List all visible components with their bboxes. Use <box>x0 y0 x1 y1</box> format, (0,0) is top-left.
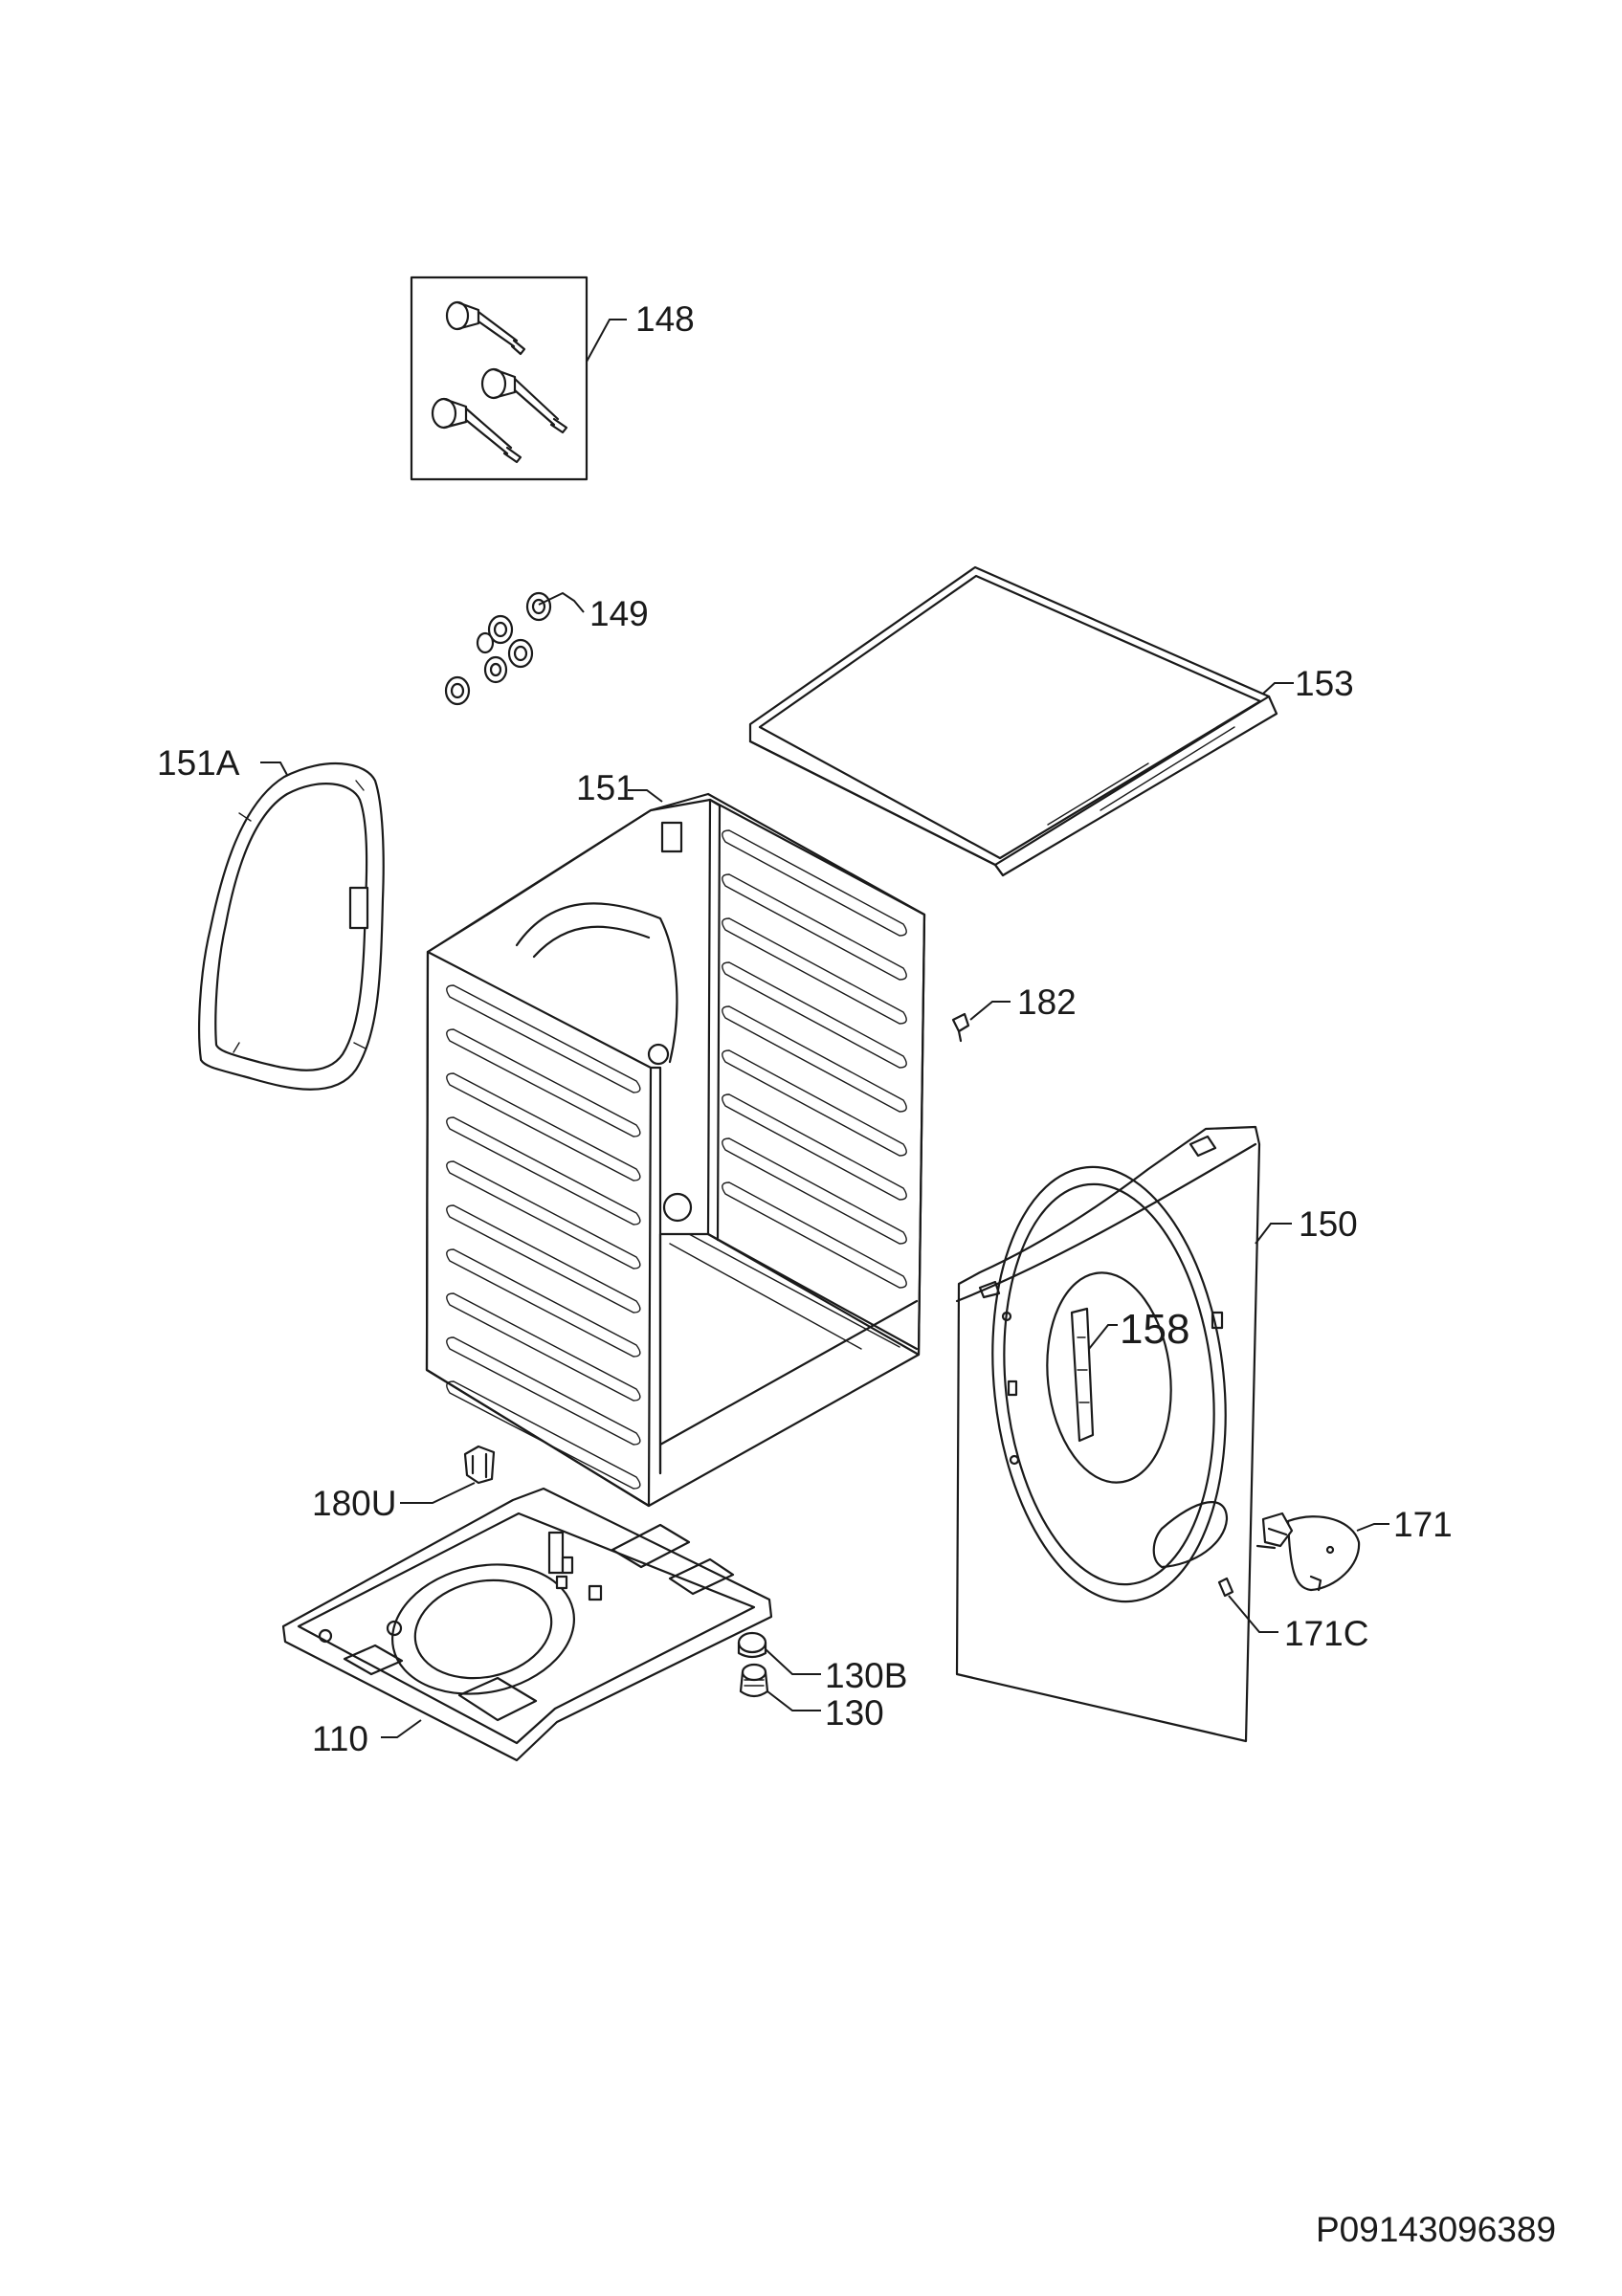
label-151A: 151A <box>157 743 240 783</box>
label-171C: 171C <box>1284 1614 1368 1653</box>
label-171: 171 <box>1393 1505 1453 1544</box>
leader-153 <box>1262 682 1294 695</box>
leader-180U <box>400 1482 476 1504</box>
part-171-flap <box>1255 1512 1361 1592</box>
part-148-transport-bolts <box>410 276 589 481</box>
label-153: 153 <box>1295 664 1354 703</box>
leader-130B <box>765 1648 821 1675</box>
label-130: 130 <box>825 1693 884 1733</box>
leader-151 <box>628 789 663 803</box>
leader-151A <box>260 762 288 776</box>
part-182-clip <box>951 1012 970 1043</box>
label-182: 182 <box>1017 982 1077 1022</box>
part-149-caps <box>444 591 552 706</box>
leader-182 <box>969 1001 1011 1021</box>
label-150: 150 <box>1299 1204 1358 1244</box>
leader-148 <box>586 319 627 363</box>
part-171C-spring <box>1217 1577 1234 1598</box>
leader-171C <box>1228 1595 1278 1633</box>
label-148: 148 <box>635 299 695 339</box>
leader-171 <box>1356 1523 1389 1532</box>
leader-149 <box>538 591 585 613</box>
part-151A-gasket <box>198 762 385 1091</box>
label-130B: 130B <box>825 1656 907 1695</box>
leader-130 <box>767 1690 821 1711</box>
label-180U: 180U <box>312 1484 396 1523</box>
label-158: 158 <box>1120 1306 1189 1353</box>
document-code: P09143096389 <box>1316 2210 1556 2249</box>
part-151-cabinet <box>425 792 926 1508</box>
part-130B <box>737 1631 767 1659</box>
leader-150 <box>1255 1223 1292 1245</box>
part-150-front-panel <box>955 1125 1261 1743</box>
part-153-top-lid <box>748 565 1278 877</box>
label-151: 151 <box>576 768 635 807</box>
label-149: 149 <box>589 594 649 633</box>
part-180U-bracket <box>463 1445 496 1485</box>
leader-158 <box>1088 1324 1118 1350</box>
label-110: 110 <box>312 1719 368 1758</box>
leader-110 <box>381 1719 422 1738</box>
part-158-door-lock <box>1070 1307 1095 1443</box>
part-130 <box>739 1663 769 1698</box>
part-110-base-tray <box>281 1487 773 1762</box>
